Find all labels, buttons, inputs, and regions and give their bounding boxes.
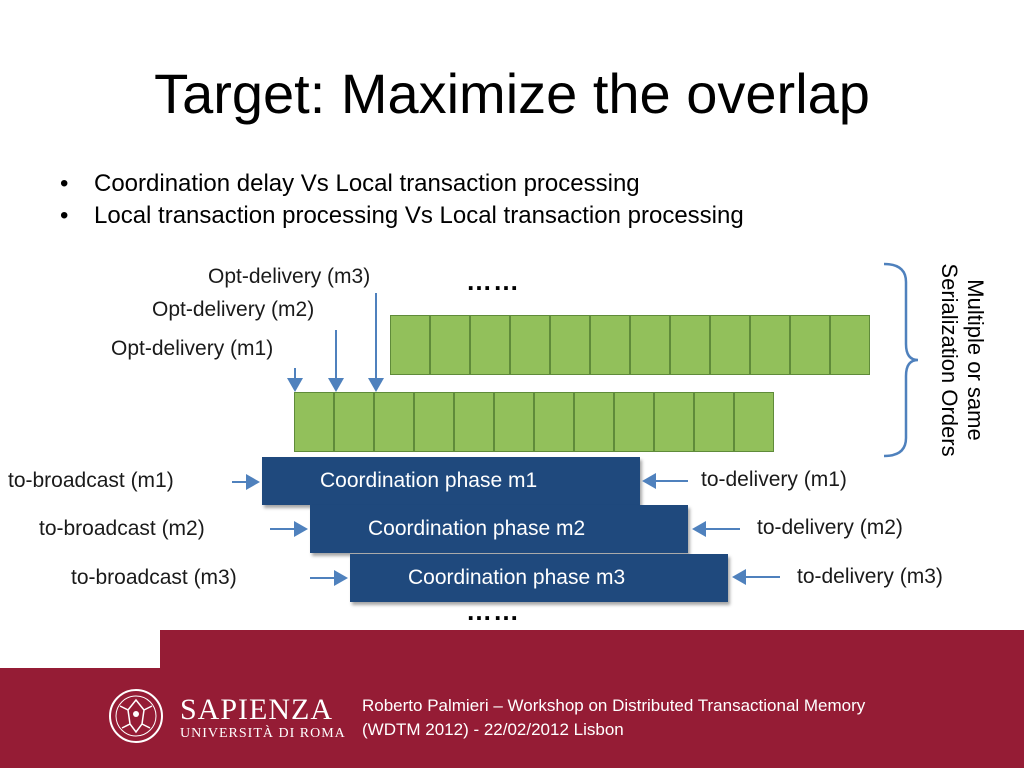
tx-cell bbox=[830, 315, 870, 375]
sapienza-logo-subtext: UNIVERSITÀ DI ROMA bbox=[180, 726, 346, 741]
serialization-row-lower bbox=[294, 392, 774, 452]
tx-cell bbox=[750, 315, 790, 375]
tx-cell bbox=[630, 315, 670, 375]
tx-cell bbox=[334, 392, 374, 452]
to-broadcast-m3-label: to-broadcast (m3) bbox=[71, 566, 237, 589]
to-delivery-m3-label: to-delivery (m3) bbox=[797, 565, 943, 588]
bullet-dot: • bbox=[60, 170, 69, 197]
to-delivery-m1-label: to-delivery (m1) bbox=[701, 468, 847, 491]
coordination-phase-m3: Coordination phase m3 bbox=[350, 554, 728, 602]
bullet-list: • Coordination delay Vs Local transaction… bbox=[60, 168, 744, 232]
tx-cell bbox=[534, 392, 574, 452]
tx-cell bbox=[590, 315, 630, 375]
ellipsis-bottom: …… bbox=[466, 596, 520, 626]
tx-cell bbox=[510, 315, 550, 375]
coordination-phase-m1-label: Coordination phase m1 bbox=[320, 469, 538, 492]
ellipsis-top: …… bbox=[466, 266, 520, 296]
tx-cell bbox=[454, 392, 494, 452]
sapienza-logo-text: SAPIENZA bbox=[180, 693, 334, 726]
diagram-arrows bbox=[232, 262, 919, 586]
footer-notch bbox=[0, 630, 160, 668]
bullet-item: • Local transaction processing Vs Local t… bbox=[60, 200, 744, 232]
coordination-phase-m1: Coordination phase m1 bbox=[262, 457, 640, 505]
bullet-item: • Coordination delay Vs Local transaction… bbox=[60, 168, 744, 200]
tx-cell bbox=[670, 315, 710, 375]
opt-delivery-m3-label: Opt-delivery (m3) bbox=[208, 265, 371, 288]
coordination-phase-m2-label: Coordination phase m2 bbox=[368, 517, 586, 540]
bullet-dot: • bbox=[60, 202, 69, 229]
serialization-brace bbox=[883, 262, 919, 458]
opt-delivery-m1-label: Opt-delivery (m1) bbox=[111, 337, 274, 360]
footer-bar bbox=[0, 630, 1024, 768]
bullet-text: Local transaction processing Vs Local tr… bbox=[94, 202, 744, 229]
bullet-text: Coordination delay Vs Local transaction … bbox=[94, 170, 640, 197]
tx-cell bbox=[470, 315, 510, 375]
tx-cell bbox=[294, 392, 334, 452]
to-delivery-m2-label: to-delivery (m2) bbox=[757, 516, 903, 539]
footer-credit-line1: Roberto Palmieri – Workshop on Distribut… bbox=[362, 696, 866, 715]
tx-cell bbox=[694, 392, 734, 452]
tx-cell bbox=[790, 315, 830, 375]
sapienza-seal-icon bbox=[109, 689, 163, 743]
footer-credit-line2: (WDTM 2012) - 22/02/2012 Lisbon bbox=[362, 720, 624, 739]
tx-cell bbox=[414, 392, 454, 452]
to-broadcast-m1-label: to-broadcast (m1) bbox=[8, 469, 174, 492]
tx-cell bbox=[550, 315, 590, 375]
slide-title: Target: Maximize the overlap bbox=[154, 62, 870, 125]
opt-delivery-m2-label: Opt-delivery (m2) bbox=[152, 298, 315, 321]
tx-cell bbox=[390, 315, 430, 375]
tx-cell bbox=[734, 392, 774, 452]
coordination-phase-m2: Coordination phase m2 bbox=[310, 505, 688, 553]
tx-cell bbox=[494, 392, 534, 452]
coordination-phase-m3-label: Coordination phase m3 bbox=[408, 566, 626, 589]
tx-cell bbox=[710, 315, 750, 375]
footer-credit: Roberto Palmieri – Workshop on Distribut… bbox=[362, 694, 1002, 742]
serialization-row-upper bbox=[390, 315, 870, 375]
tx-cell bbox=[654, 392, 694, 452]
tx-cell bbox=[574, 392, 614, 452]
tx-cell bbox=[430, 315, 470, 375]
tx-cell bbox=[614, 392, 654, 452]
to-broadcast-m2-label: to-broadcast (m2) bbox=[39, 517, 205, 540]
tx-cell bbox=[374, 392, 414, 452]
